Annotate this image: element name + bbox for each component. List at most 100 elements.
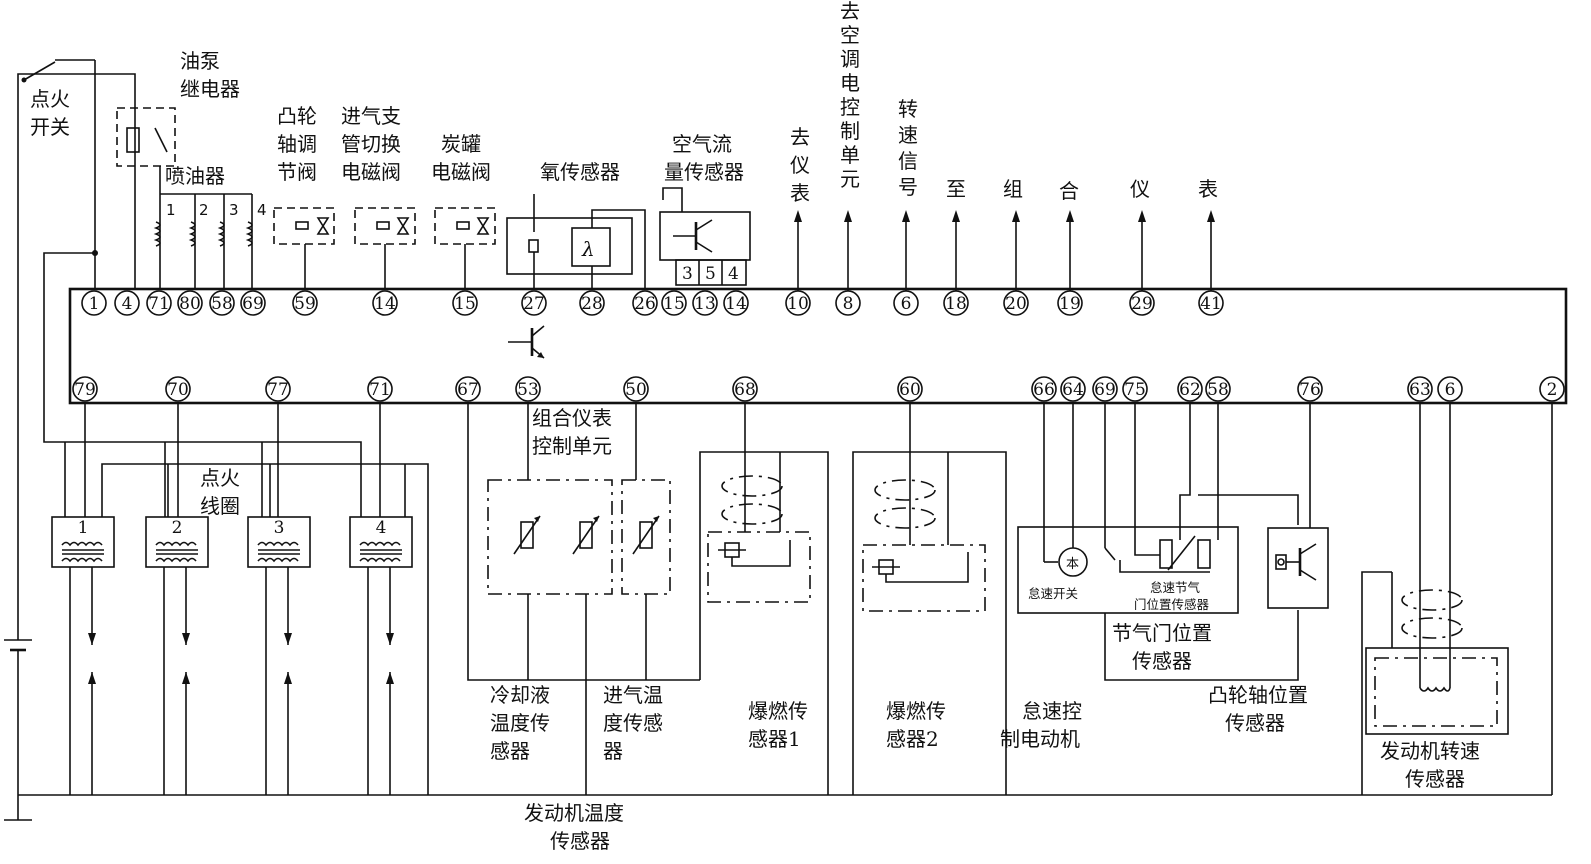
ecu-box [68, 287, 1568, 405]
pin-bottom: 70 [165, 376, 191, 402]
pin-top: 15 [452, 290, 478, 316]
thermistor-3 [632, 515, 660, 555]
throttle-label-1: 节气门位置 [1112, 621, 1212, 645]
relay-label-2: 继电器 [180, 77, 240, 101]
ignition-coil: 2 [145, 516, 209, 795]
pin-label: 70 [167, 380, 189, 400]
pin-bottom: 62 [1177, 376, 1203, 402]
ignition-coil: 4 [349, 516, 413, 795]
pin-top: 1 [81, 290, 107, 316]
fuel-pump-relay: 油泵 继电器 [116, 49, 240, 289]
coil-label-1: 点火 [200, 466, 240, 490]
pin-top: 80 [177, 290, 203, 316]
cluster-word-4: 仪 [1130, 177, 1150, 201]
ignition-switch: 点火 开关 [17, 59, 136, 628]
idle-throttle-label-2: 门位置传感器 [1134, 597, 1210, 612]
coil-number: 1 [78, 518, 89, 538]
cluster-word-3: 合 [1059, 179, 1079, 203]
injector-num-3: 3 [229, 201, 239, 219]
airflow-pin-5: 5 [705, 264, 716, 284]
pin-top: 27 [521, 290, 547, 316]
arrow-up [902, 210, 910, 291]
injector-num-1: 1 [166, 201, 176, 219]
pin-label: 68 [734, 380, 756, 400]
pin-label: 64 [1062, 380, 1084, 400]
knock2-label-2: 感器2 [886, 727, 939, 751]
coil-number: 4 [376, 518, 387, 538]
to-ac-5: 控 [840, 95, 860, 119]
pin-label: 2 [1547, 380, 1558, 400]
pin-label: 79 [74, 380, 96, 400]
pin-bottom: 75 [1122, 376, 1148, 402]
arrow-up [1207, 210, 1215, 291]
throttle-label-2: 传感器 [1132, 649, 1192, 673]
pin-top: 71 [146, 290, 172, 316]
pin-bottom: 66 [1031, 376, 1057, 402]
to-ac-8: 元 [840, 167, 860, 191]
pin-label: 66 [1033, 380, 1055, 400]
cluster-word-1: 至 [946, 177, 966, 201]
intake-temp-label-2: 度传感 [603, 711, 663, 735]
pin-top: 26 [632, 290, 658, 316]
coil-number: 2 [172, 518, 183, 538]
arrow-up [794, 210, 802, 291]
pin-label: 53 [517, 380, 539, 400]
pin-label: 18 [945, 294, 967, 314]
oxygen-sensor-label: 氧传感器 [540, 160, 620, 184]
motor-symbol: 本 [1066, 557, 1079, 572]
pin-label: 19 [1059, 294, 1081, 314]
pin-bottom: 6 [1437, 376, 1463, 402]
pin-top: 4 [114, 290, 140, 316]
arrow-up [1138, 210, 1146, 291]
pin-label: 76 [1299, 380, 1321, 400]
idle-motor-label-2: 制电动机 [1000, 727, 1080, 751]
pin-label: 10 [787, 294, 809, 314]
pin-top: 69 [240, 290, 266, 316]
pin-label: 29 [1131, 294, 1153, 314]
cluster-unit-label-2: 控制单元 [532, 434, 612, 458]
pin-bottom: 79 [72, 376, 98, 402]
pin-top: 8 [835, 290, 861, 316]
to-ac-7: 单 [840, 143, 860, 167]
cam-valve-label-1: 凸轮 [277, 104, 317, 128]
pin-top: 18 [943, 290, 969, 316]
to-instrument-1: 去 [790, 125, 810, 149]
pin-label: 62 [1179, 380, 1201, 400]
arrow-up [1012, 210, 1020, 291]
canister-label-1: 炭罐 [441, 132, 481, 156]
pin-label: 8 [843, 294, 854, 314]
to-ac-4: 电 [840, 71, 860, 95]
to-instrument-2: 仪 [790, 153, 810, 177]
pin-label: 26 [634, 294, 656, 314]
pin-label: 4 [122, 294, 133, 314]
intake-temp-label-1: 进气温 [603, 683, 663, 707]
pin-label: 50 [625, 380, 647, 400]
cam-position-sensor: 凸轮轴位置 传感器 [1208, 403, 1329, 735]
pin-label: 28 [581, 294, 603, 314]
knock-sensor-1: 爆燃传 感器1 [699, 403, 829, 795]
pin-bottom: 2 [1539, 376, 1565, 402]
relay-label-1: 油泵 [180, 49, 220, 73]
airflow-label-1: 空气流 [672, 132, 732, 156]
lambda-symbol: λ [581, 237, 595, 261]
pin-top: 15 [661, 290, 687, 316]
pin-label: 71 [148, 294, 170, 314]
to-ac-6: 制 [840, 119, 860, 143]
pin-top: 14 [372, 290, 398, 316]
idle-motor-label-1: 怠速控 [1022, 699, 1082, 723]
pin-bottom: 60 [897, 376, 923, 402]
canister-valve: 炭罐 电磁阀 [431, 132, 496, 289]
knock-sensor-2: 爆燃传 感器2 [852, 403, 1007, 795]
oxygen-sensor: 氧传感器 λ [506, 160, 646, 289]
pin-top: 14 [723, 290, 749, 316]
pin-label: 69 [1094, 380, 1116, 400]
ignition-coil: 3 [247, 516, 311, 795]
pin-label: 63 [1409, 380, 1431, 400]
pin-bottom: 71 [367, 376, 393, 402]
arrow-up [1066, 210, 1074, 291]
pin-top: 10 [785, 290, 811, 316]
pin-label: 59 [294, 294, 316, 314]
pin-label: 20 [1005, 294, 1027, 314]
